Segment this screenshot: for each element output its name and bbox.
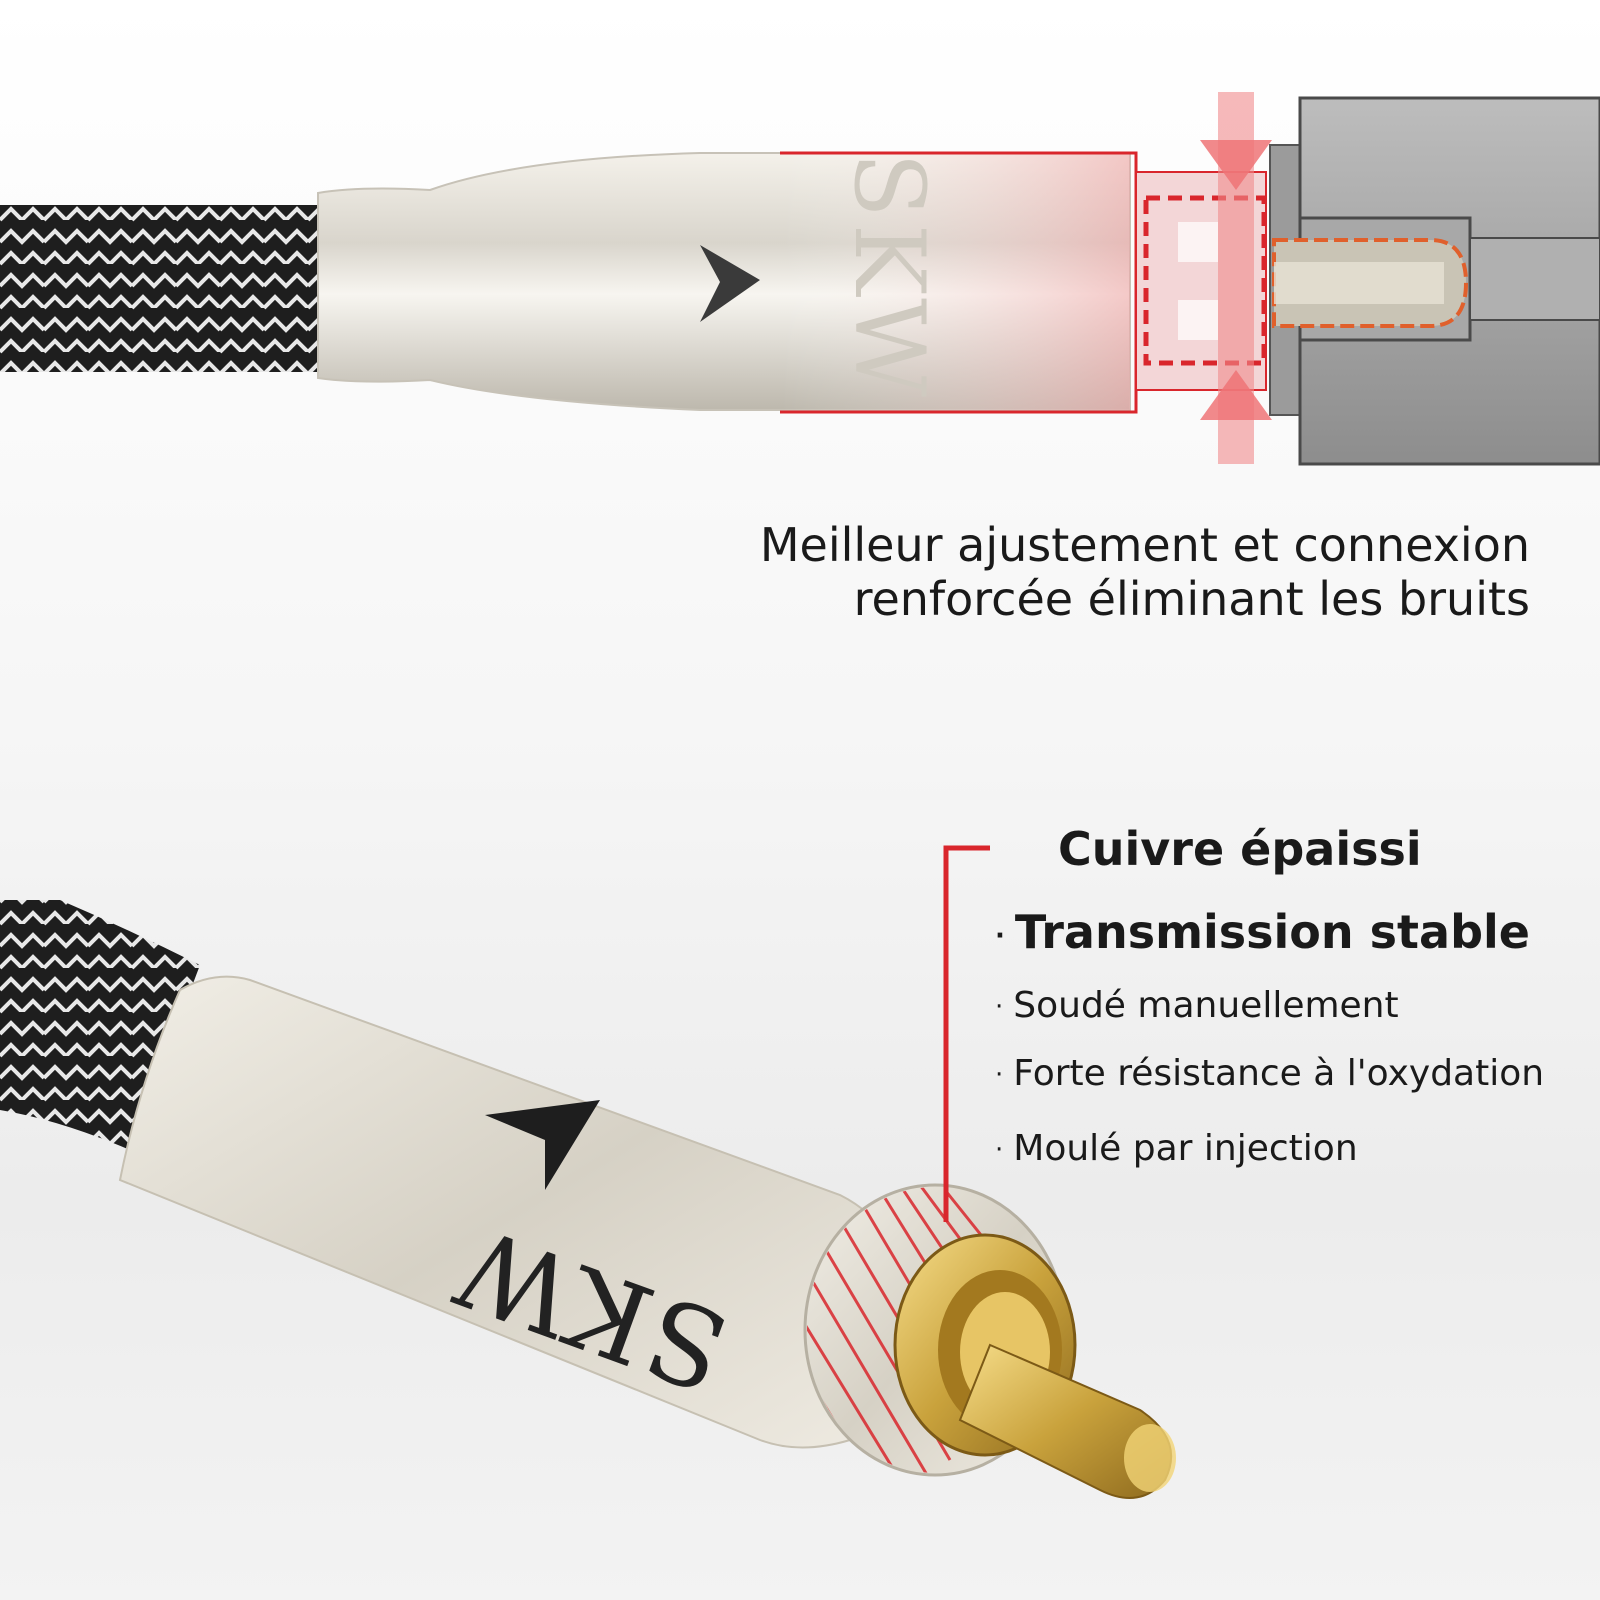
top-up-arrow-icon: [1200, 370, 1272, 420]
feature-label: Forte résistance à l'oxydation: [1013, 1053, 1545, 1094]
feature-item: · Moulé par injection: [995, 1128, 1358, 1169]
feature-label: Soudé manuellement: [1013, 985, 1399, 1026]
top-arrow-logo-icon: [700, 245, 760, 322]
fit-caption: Meilleur ajustement et connexion renforc…: [630, 518, 1530, 626]
top-brand-logo: SKW: [833, 152, 945, 403]
feature-bracket: [943, 845, 990, 1222]
top-down-arrow-icon: [1200, 140, 1272, 190]
caption-line-1: Meilleur ajustement et connexion: [759, 518, 1530, 572]
top-braided-cable: [0, 205, 320, 372]
bullet-icon: ·: [995, 992, 1004, 1022]
bullet-icon: ·: [995, 1135, 1004, 1165]
caption-line-2: renforcée éliminant les bruits: [853, 572, 1530, 626]
feature-item: · Soudé manuellement: [995, 985, 1399, 1026]
bottom-rca-connector: SKW: [0, 900, 1176, 1499]
bottom-arrow-logo-icon: [485, 1100, 600, 1190]
top-rca-connector: SKW: [0, 92, 1600, 466]
bottom-metal-shell: [118, 975, 912, 1449]
feature-item: · Transmission stable: [995, 905, 1530, 959]
bullet-icon: ·: [995, 920, 1005, 951]
feature-label: Transmission stable: [1014, 905, 1530, 959]
feature-title: Cuivre épaissi: [1058, 822, 1422, 876]
feature-item: · Forte résistance à l'oxydation: [995, 1053, 1544, 1094]
bullet-icon: ·: [995, 1060, 1004, 1090]
feature-label: Moulé par injection: [1013, 1128, 1358, 1169]
